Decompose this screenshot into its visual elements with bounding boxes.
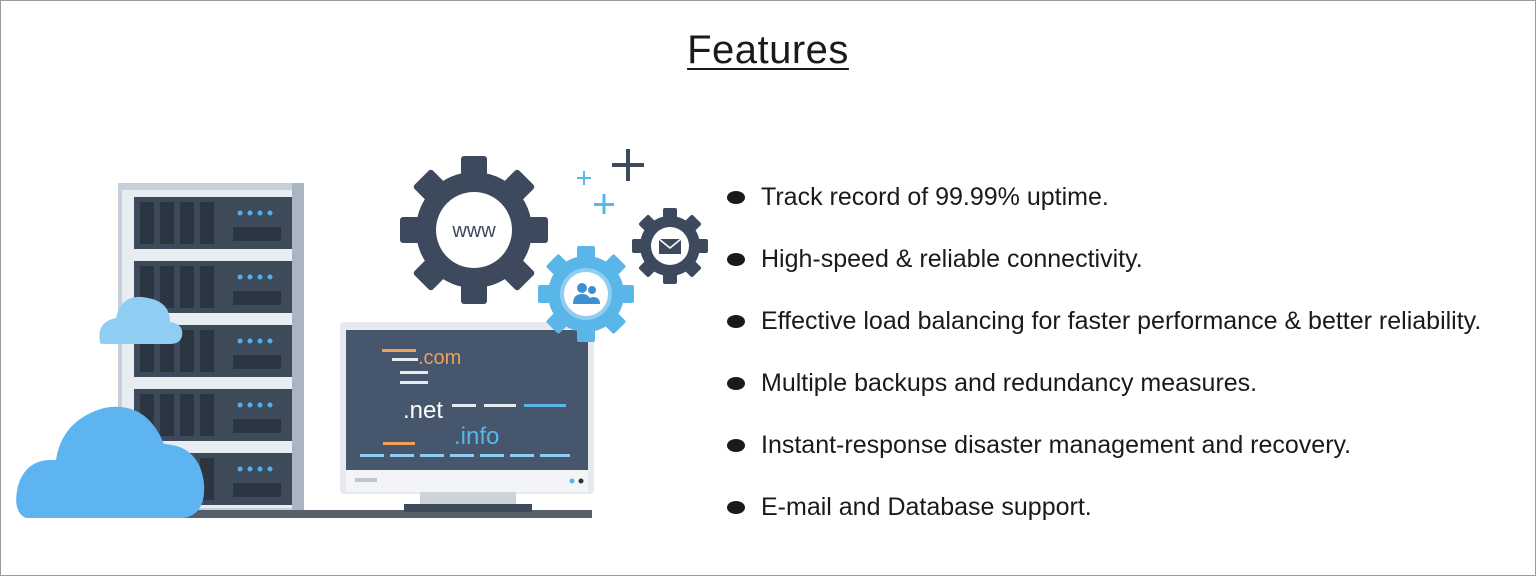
svg-text:www: www	[451, 220, 496, 242]
email-icon	[632, 208, 708, 284]
svg-text:.net: .net	[403, 397, 443, 424]
bullet-icon	[727, 438, 745, 452]
monitor-icon: .com .net .info	[340, 322, 594, 512]
gear-icon: www	[400, 156, 548, 304]
bullet-icon	[727, 252, 745, 266]
feature-item: High-speed & reliable connectivity.	[727, 228, 1481, 290]
cloud-icon	[16, 406, 205, 518]
feature-item: Multiple backups and redundancy measures…	[727, 352, 1481, 414]
bullet-icon	[727, 500, 745, 514]
feature-text: Track record of 99.99% uptime.	[761, 182, 1109, 211]
plus-icon	[594, 194, 614, 214]
cloud-icon	[99, 296, 183, 344]
svg-text:.com: .com	[418, 347, 461, 369]
feature-item: Track record of 99.99% uptime.	[727, 166, 1481, 228]
svg-text:.info: .info	[454, 423, 499, 450]
bullet-icon	[727, 376, 745, 390]
feature-text: High-speed & reliable connectivity.	[761, 244, 1143, 273]
feature-text: E-mail and Database support.	[761, 492, 1092, 521]
bullet-icon	[727, 190, 745, 204]
bullet-icon	[727, 314, 745, 328]
plus-icon	[612, 149, 644, 181]
feature-item: Instant-response disaster management and…	[727, 414, 1481, 476]
feature-text: Multiple backups and redundancy measures…	[761, 368, 1258, 397]
feature-text: Instant-response disaster management and…	[761, 430, 1352, 459]
features-list: Track record of 99.99% uptime. High-spee…	[727, 166, 1481, 538]
feature-item: Effective load balancing for faster perf…	[727, 290, 1481, 352]
page-title: Features	[687, 28, 849, 72]
feature-text: Effective load balancing for faster perf…	[761, 306, 1482, 335]
plus-icon	[577, 171, 591, 185]
users-icon	[538, 246, 634, 342]
feature-item: E-mail and Database support.	[727, 476, 1481, 538]
hosting-illustration: .com .net .info www	[16, 149, 708, 518]
